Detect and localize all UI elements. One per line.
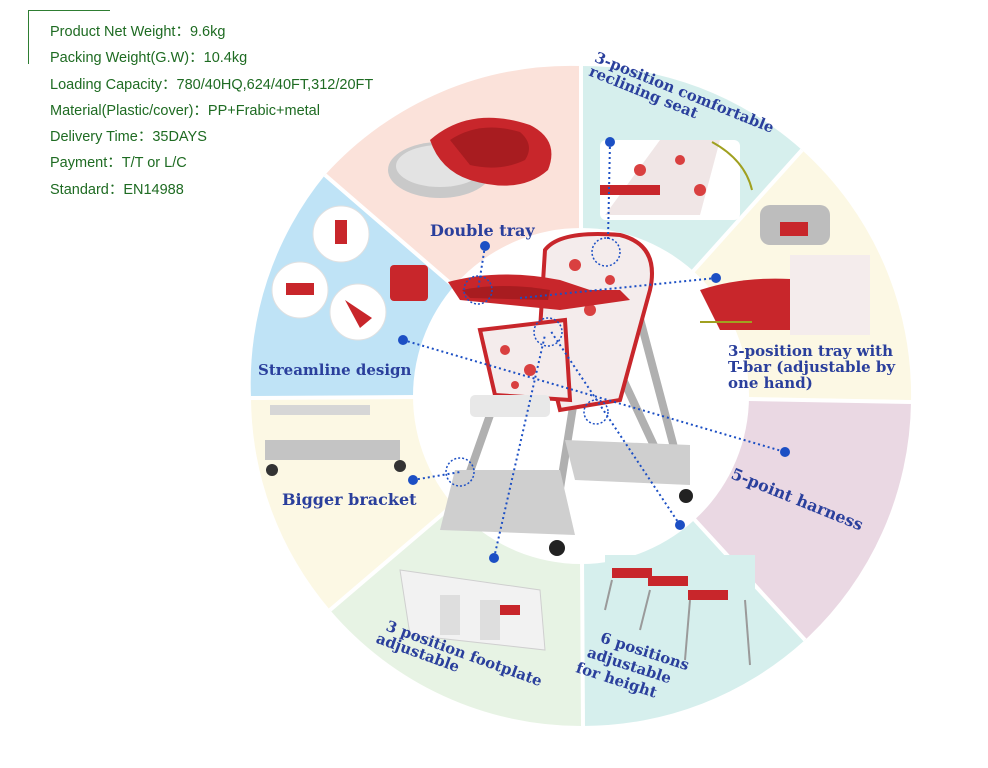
- leader-lines: [402, 141, 786, 559]
- spec-list: Product Net Weight：9.6kg Packing Weight(…: [50, 22, 373, 206]
- spec-panel: Product Net Weight：9.6kg Packing Weight(…: [28, 10, 448, 210]
- bracket-photo: [265, 405, 406, 476]
- footplate-photo: [399, 569, 546, 651]
- spec-corner-line: [28, 10, 110, 11]
- spec-loading-capacity: Loading Capacity：780/40HQ,624/40FT,312/2…: [50, 76, 374, 93]
- tray-photo: [388, 117, 552, 198]
- streamline-photo: [271, 205, 428, 341]
- spec-packing-weight: Packing Weight(G.W)：10.4kg: [50, 50, 248, 67]
- recline-photo: [600, 140, 753, 220]
- spec-standard: Standard：EN14988: [50, 181, 184, 198]
- spec-net-weight: Product Net Weight：9.6kg: [50, 24, 226, 40]
- spec-delivery-time: Delivery Time：35DAYS: [50, 129, 207, 146]
- highlight-circles: [445, 237, 621, 487]
- label-tray-line1: 3-position tray with: [728, 342, 893, 360]
- tray-tbar-photo: [700, 205, 870, 335]
- label-tray-line3: one hand): [728, 374, 813, 392]
- label-bracket: Bigger bracket: [282, 490, 417, 509]
- label-tray-line2: T-bar (adjustable by: [728, 358, 896, 376]
- high-chair-image: [440, 232, 693, 556]
- label-streamline: Streamline design: [258, 361, 412, 379]
- spec-corner-line: [28, 10, 29, 64]
- leader-dots: [398, 137, 790, 563]
- height-photo: [604, 555, 755, 666]
- spec-payment: Payment：T/T or L/C: [50, 155, 187, 172]
- label-double-tray: Double tray: [430, 221, 535, 240]
- spec-material: Material(Plastic/cover)：PP+Frabic+metal: [50, 102, 320, 119]
